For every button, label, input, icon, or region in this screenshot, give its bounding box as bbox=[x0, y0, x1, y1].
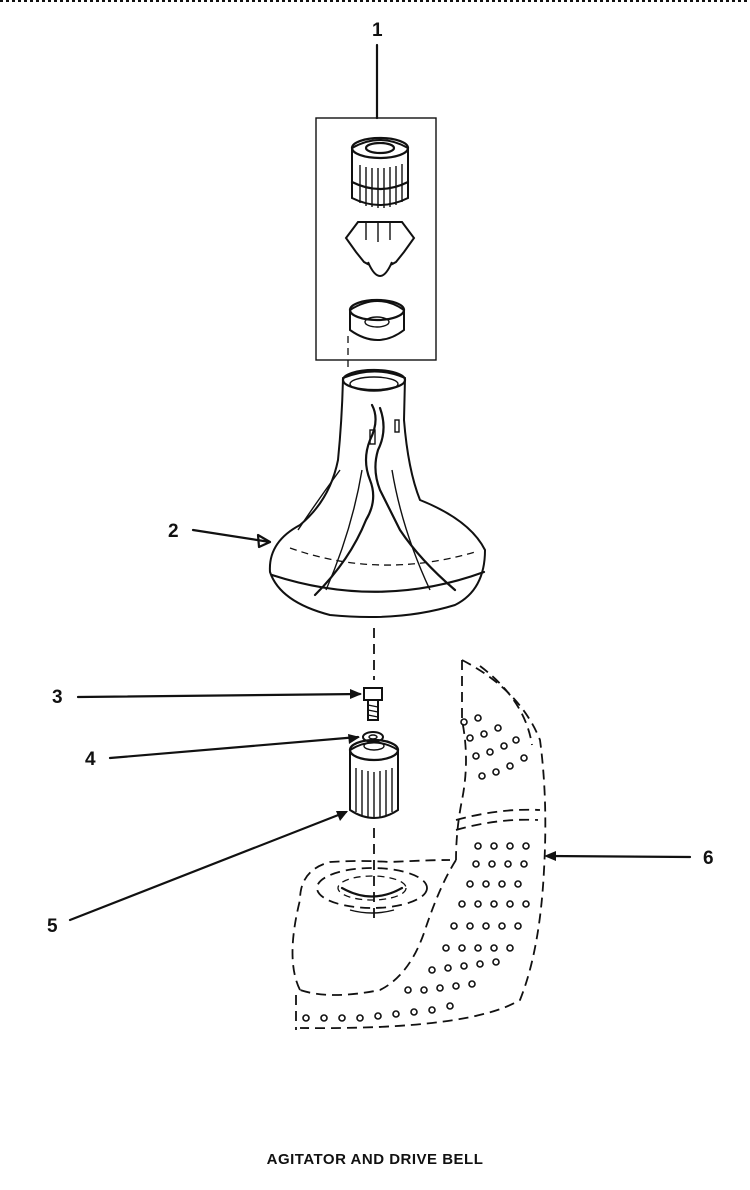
callout-6: 6 bbox=[703, 848, 714, 869]
callout-1: 1 bbox=[372, 20, 383, 41]
callout-4: 4 bbox=[85, 749, 96, 770]
callout-6-leader bbox=[546, 854, 692, 859]
callout-3: 3 bbox=[52, 687, 63, 708]
part-6-basket-tub bbox=[291, 659, 547, 1030]
part-1-cam bbox=[344, 221, 416, 277]
callout-4-leader bbox=[108, 735, 360, 760]
callout-5-arrowhead bbox=[336, 811, 348, 821]
part-1-cap bbox=[350, 136, 410, 208]
diagram-caption: AGITATOR AND DRIVE BELL bbox=[266, 1151, 484, 1168]
callout-2: 2 bbox=[168, 521, 179, 542]
part-1-ring bbox=[348, 298, 406, 341]
callout-3-leader bbox=[76, 692, 362, 699]
callout-6-arrowhead bbox=[544, 851, 556, 861]
callout-5: 5 bbox=[47, 916, 58, 937]
callout-4-arrowhead bbox=[348, 734, 360, 744]
callout-2-leader bbox=[191, 528, 272, 544]
part-5-drive-bell bbox=[348, 738, 400, 819]
callout-2-arrowhead bbox=[256, 533, 272, 549]
part-1-kit-box bbox=[315, 117, 437, 361]
part-2-agitator bbox=[268, 368, 487, 618]
callout-3-arrowhead bbox=[350, 689, 362, 699]
part-6-perforations bbox=[302, 714, 530, 1022]
part-3-bolt bbox=[363, 687, 383, 721]
callout-5-leader bbox=[68, 810, 348, 922]
